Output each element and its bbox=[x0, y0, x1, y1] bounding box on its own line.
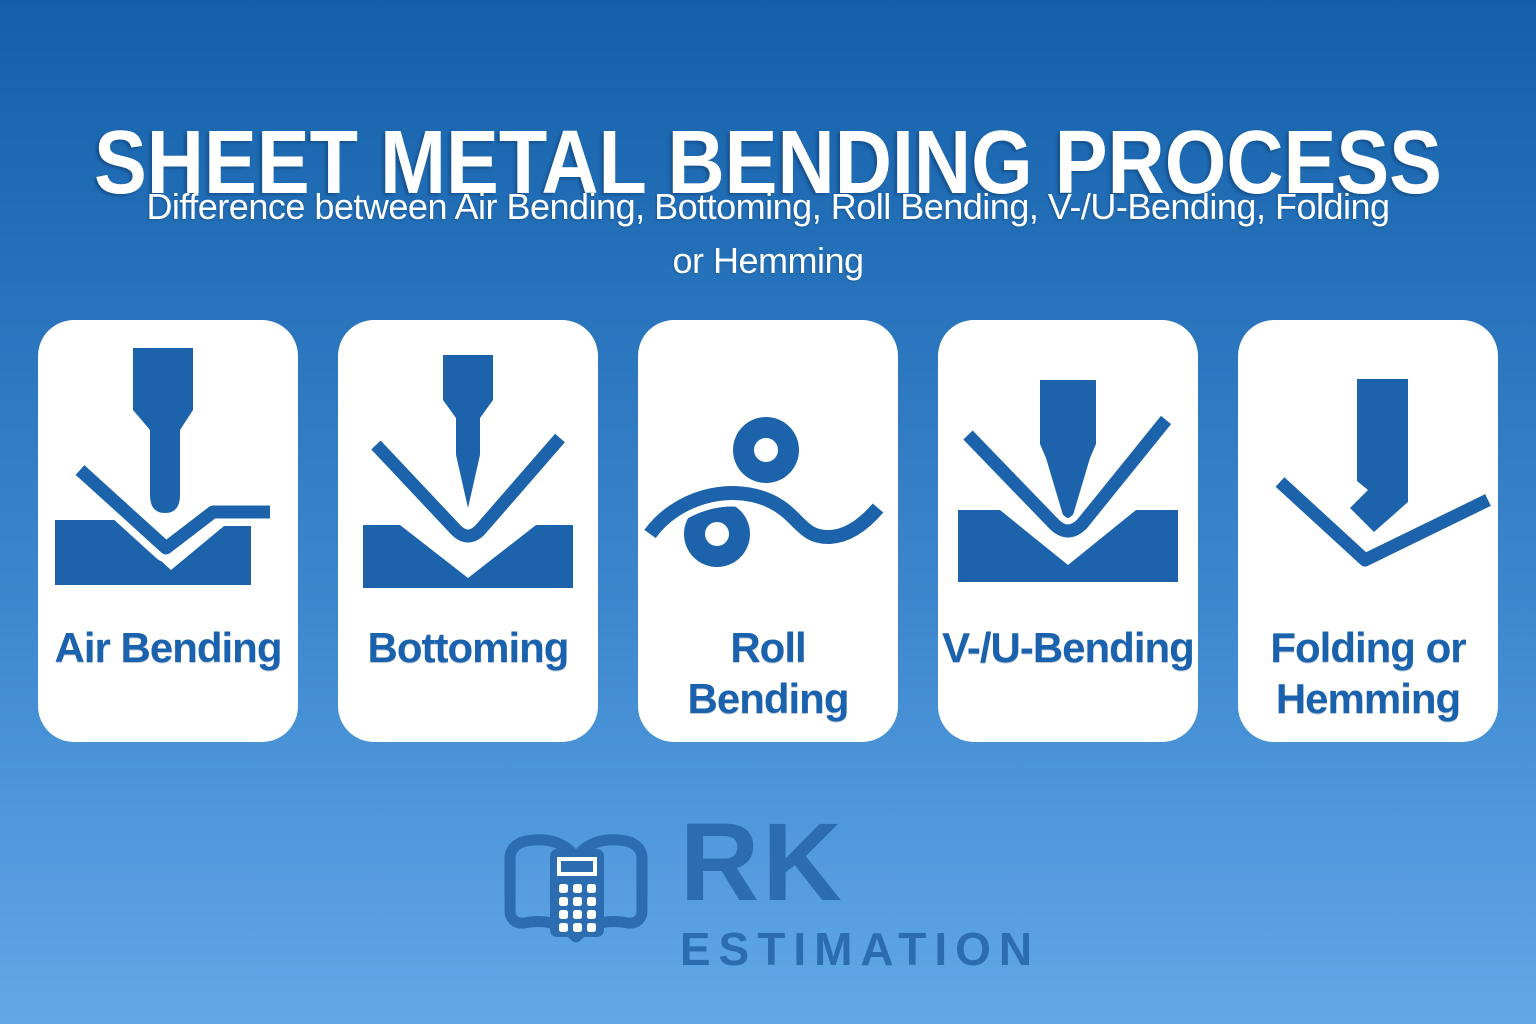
process-cards: Air Bending Bottoming bbox=[0, 320, 1536, 742]
page-subtitle: Difference between Air Bending, Bottomin… bbox=[0, 180, 1536, 288]
card-label: Roll Bending bbox=[687, 624, 850, 723]
sheet bbox=[366, 429, 570, 549]
bottoming-icon bbox=[363, 355, 573, 588]
sheet bbox=[1271, 472, 1494, 573]
air-bending-icon bbox=[55, 348, 270, 585]
rollers bbox=[684, 417, 799, 567]
calculator bbox=[549, 849, 604, 937]
folding-hemming-icon bbox=[1271, 379, 1494, 573]
sheet bbox=[70, 459, 270, 562]
brand-subname: ESTIMATION bbox=[679, 922, 1041, 975]
punch bbox=[133, 348, 193, 513]
card-folding-hemming: Folding or Hemming bbox=[1238, 320, 1498, 742]
roll-bending-icon bbox=[639, 417, 889, 567]
die bbox=[958, 510, 1178, 582]
die bbox=[55, 520, 251, 585]
card-air-bending: Air Bending bbox=[38, 320, 298, 742]
v-u-bending-icon bbox=[958, 380, 1178, 582]
brand-name: RK bbox=[679, 801, 845, 924]
card-label: Air Bending bbox=[54, 624, 283, 671]
brand-logo: RK ESTIMATION bbox=[0, 805, 1536, 976]
punch bbox=[1040, 380, 1096, 532]
card-roll-bending: Roll Bending bbox=[638, 320, 898, 742]
card-bottoming: Bottoming bbox=[338, 320, 598, 742]
card-label: Bottoming bbox=[367, 624, 570, 671]
subtitle-line-1: Difference between Air Bending, Bottomin… bbox=[146, 186, 1390, 227]
book-calculator-icon bbox=[504, 834, 648, 943]
die bbox=[363, 525, 573, 588]
brand-text: RK ESTIMATION bbox=[679, 801, 1041, 976]
card-label: Folding or Hemming bbox=[1270, 624, 1466, 723]
page-title: SHEET METAL BENDING PROCESS bbox=[93, 113, 1443, 214]
blade bbox=[1350, 379, 1408, 532]
subtitle-line-2: or Hemming bbox=[672, 240, 864, 281]
sheet bbox=[958, 411, 1177, 544]
card-label: V-/U-Bending bbox=[942, 624, 1195, 671]
punch bbox=[443, 355, 493, 508]
card-v-u-bending: V-/U-Bending bbox=[938, 320, 1198, 742]
sheet bbox=[639, 479, 889, 551]
